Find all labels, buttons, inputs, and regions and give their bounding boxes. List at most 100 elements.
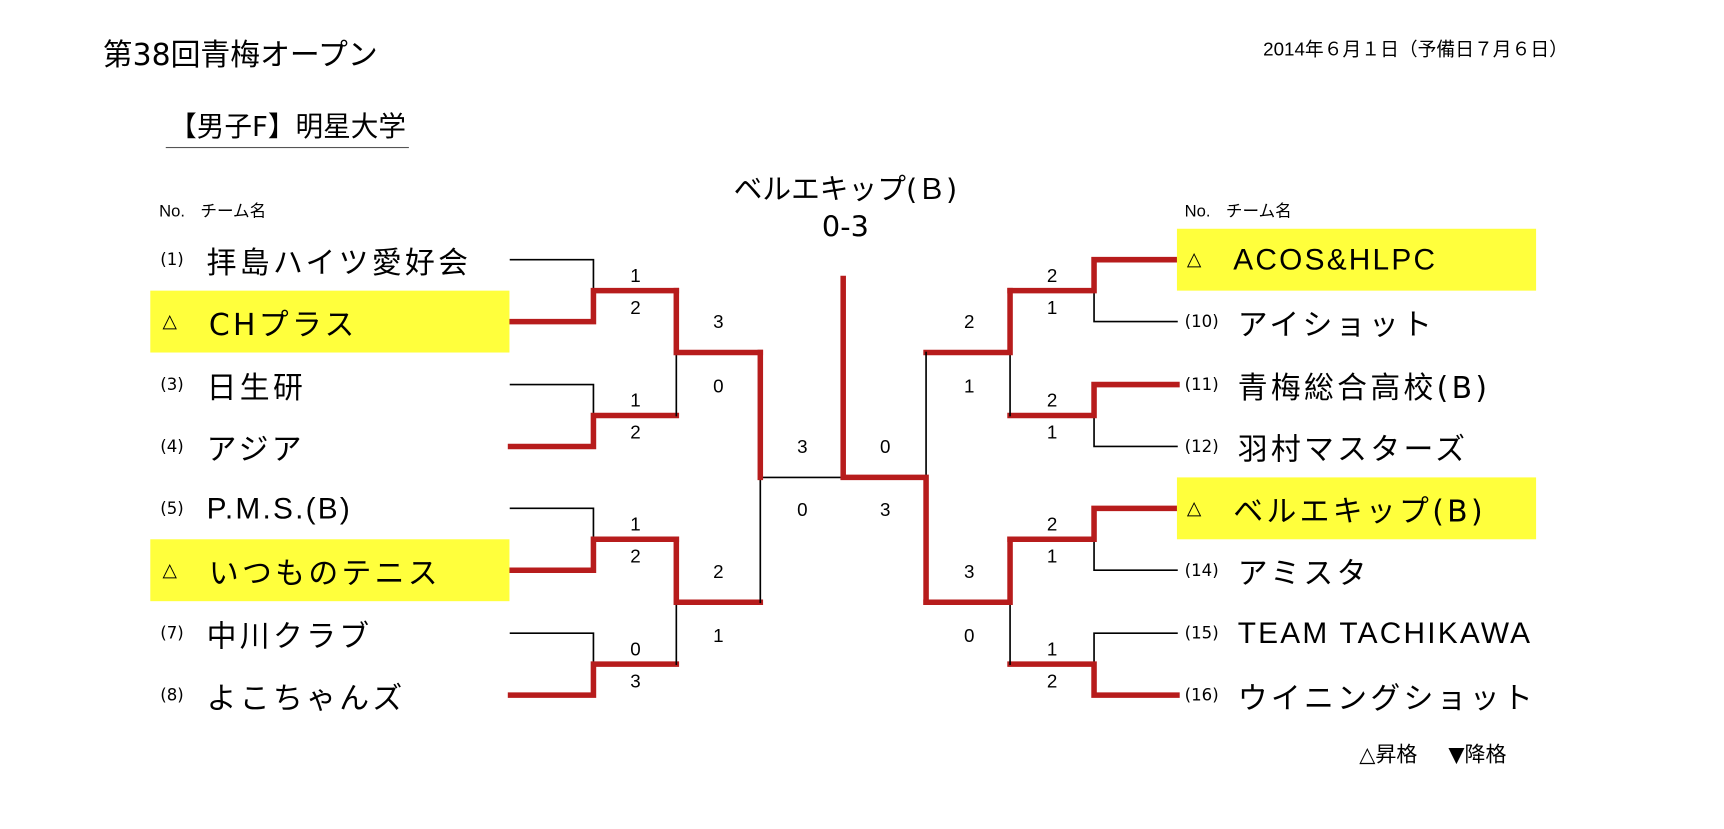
team-row: △ CHプラス	[150, 290, 510, 353]
promoted-mark-icon: △	[162, 559, 177, 582]
match-score: 3	[630, 670, 640, 691]
team-name: ACOS&HLPC	[1233, 242, 1438, 276]
team-name: アイショット	[1237, 307, 1436, 343]
bracket-winner-line	[673, 536, 764, 606]
legend: △昇格 ▼降格	[1359, 738, 1537, 768]
bracket-winner-line	[1007, 256, 1180, 294]
team-name: 拝島ハイツ愛好会	[206, 245, 472, 281]
match-score: 0	[797, 499, 807, 520]
team-row: (14) アミスタ	[1177, 539, 1536, 601]
match-score: 1	[1047, 297, 1057, 318]
match-score: 1	[1047, 545, 1057, 566]
seed-number: (5)	[160, 498, 184, 519]
team-name: P.M.S.(B)	[206, 491, 353, 525]
bracket-loser-line	[509, 632, 595, 665]
team-row: △ ACOS&HLPC	[1176, 228, 1537, 291]
match-score: 2	[964, 311, 974, 332]
match-score: 3	[713, 311, 723, 332]
legend-promoted: △昇格	[1359, 742, 1418, 767]
tournament-title: 第38回青梅オープン	[102, 38, 378, 73]
champion-name: ベルエキップ(Ｂ)	[733, 173, 958, 207]
team-name: 青梅総合高校(B)	[1237, 370, 1491, 406]
team-name: アミスタ	[1237, 556, 1370, 591]
bracket-winner-line	[923, 287, 1013, 356]
match-score: 2	[630, 422, 640, 443]
bracket-loser-line	[509, 507, 595, 541]
champion-box: ベルエキップ(Ｂ) 0-3	[718, 171, 972, 246]
seed-number: (15)	[1184, 623, 1219, 644]
match-score: 2	[1047, 513, 1057, 534]
seed-number: (8)	[160, 685, 184, 706]
match-score: 1	[630, 390, 640, 411]
match-score: 1	[1047, 638, 1057, 659]
team-row: (16)ウイニングショット	[1177, 664, 1536, 726]
team-name: 日生研	[206, 370, 307, 406]
no-header: No.	[159, 202, 185, 222]
legend-relegated: ▼降格	[1448, 742, 1507, 767]
team-row: (4)アジア	[150, 416, 509, 478]
team-name: TEAM TACHIKAWA	[1237, 616, 1533, 650]
team-row: (1) 拝島ハイツ愛好会	[150, 229, 509, 291]
team-name: よこちゃんズ	[206, 681, 406, 716]
team-name: 中川クラブ	[206, 619, 373, 654]
bracket-winner-line	[673, 287, 764, 356]
no-header: No.	[1184, 202, 1211, 222]
team-name: CHプラス	[208, 307, 358, 343]
right-column-header: No. チーム名	[1185, 199, 1292, 222]
team-row: (10) アイショット	[1177, 291, 1536, 353]
bracket-winner-line	[507, 536, 680, 573]
bracket-winner-line	[840, 275, 929, 606]
team-row: △いつものテニス	[150, 539, 510, 602]
match-score: 1	[630, 513, 640, 534]
promoted-mark-icon: △	[1186, 248, 1202, 271]
match-score: 2	[630, 297, 640, 318]
seed-number: (3)	[160, 374, 184, 395]
match-score: 2	[713, 561, 723, 582]
match-score: 3	[797, 436, 807, 457]
team-row: (7) 中川クラブ	[150, 602, 509, 664]
seed-number: (10)	[1184, 311, 1219, 332]
seed-number: (14)	[1184, 560, 1219, 581]
match-score: 2	[630, 545, 640, 566]
match-score: 0	[713, 375, 723, 396]
match-score: 0	[880, 436, 890, 457]
bracket-loser-line	[1093, 289, 1178, 323]
seed-number: (7)	[160, 623, 184, 644]
seed-number: (1)	[160, 249, 184, 270]
promoted-mark-icon: △	[162, 310, 177, 333]
match-score: 0	[630, 638, 640, 659]
left-column-header: No. チーム名	[159, 199, 266, 222]
bracket-winner-line	[507, 412, 680, 450]
final-score: 0-3	[821, 211, 869, 245]
bracket-loser-line	[1093, 538, 1178, 572]
match-score: 1	[964, 375, 974, 396]
match-score: 0	[964, 625, 974, 646]
bracket-loser-line	[1093, 414, 1178, 448]
match-score: 3	[880, 499, 890, 520]
team-row: △ベルエキップ(B)	[1176, 477, 1537, 540]
team-name: ベルエキップ(B)	[1233, 494, 1486, 529]
match-score: 2	[1047, 265, 1057, 286]
team-name-header: チーム名	[1225, 202, 1292, 222]
team-name-header: チーム名	[200, 202, 267, 222]
match-score: 2	[1047, 670, 1057, 691]
tournament-date: 2014年６月１日（予備日７月６日）	[1263, 38, 1568, 60]
bracket-loser-line	[759, 476, 845, 604]
bracket-winner-line	[507, 287, 680, 325]
team-row: (15) TEAM TACHIKAWA	[1177, 602, 1536, 664]
bracket-winner-line	[1007, 661, 1180, 698]
match-score: 1	[1047, 422, 1057, 443]
bracket-loser-line	[509, 258, 595, 292]
seed-number: (11)	[1184, 374, 1219, 395]
seed-number: (12)	[1184, 436, 1219, 457]
bracket-winner-line	[1007, 505, 1180, 543]
seed-number: (16)	[1184, 685, 1219, 706]
match-score: 1	[713, 625, 723, 646]
bracket-winner-line	[507, 661, 680, 698]
division-heading: 【男子F】明星大学	[165, 105, 410, 149]
bracket-loser-line	[1093, 632, 1178, 665]
match-score: 2	[1047, 390, 1057, 411]
team-row: (8) よこちゃんズ	[150, 664, 509, 726]
